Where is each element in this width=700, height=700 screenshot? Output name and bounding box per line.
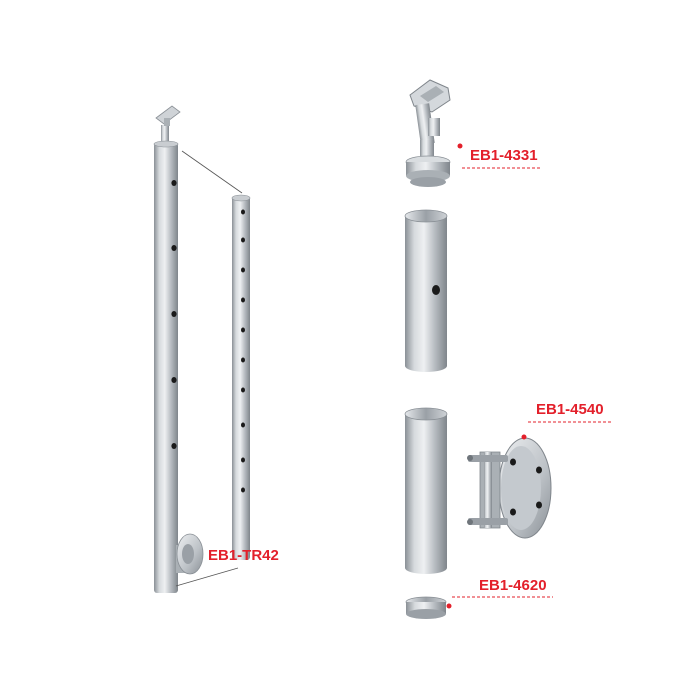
connector-line-bottom bbox=[175, 567, 239, 587]
label-dot-holder bbox=[457, 143, 463, 149]
lower-tube-part bbox=[404, 407, 448, 574]
post-wall-flange bbox=[176, 533, 204, 575]
post-top-holder bbox=[155, 105, 181, 145]
connector-line-top bbox=[181, 150, 243, 194]
label-dot-flange bbox=[521, 434, 527, 440]
upper-tube-hole bbox=[432, 285, 440, 295]
assembled-post bbox=[153, 105, 204, 593]
label-main-post: EB1-TR42 bbox=[208, 547, 279, 564]
label-dot-ring bbox=[446, 603, 452, 609]
inner-post-holes bbox=[241, 209, 245, 493]
wall-flange-part bbox=[467, 437, 552, 539]
handrail-holder-part bbox=[405, 79, 451, 187]
label-base-ring: EB1-4620 bbox=[479, 577, 547, 594]
inner-post-tube bbox=[232, 196, 250, 560]
label-wall-flange: EB1-4540 bbox=[536, 401, 604, 418]
inner-post bbox=[231, 194, 251, 560]
main-post-tube bbox=[154, 143, 178, 593]
main-post-holes bbox=[171, 180, 177, 449]
label-handrail-holder: EB1-4331 bbox=[470, 147, 538, 164]
base-ring-part bbox=[405, 596, 447, 619]
upper-tube-part bbox=[404, 209, 448, 372]
